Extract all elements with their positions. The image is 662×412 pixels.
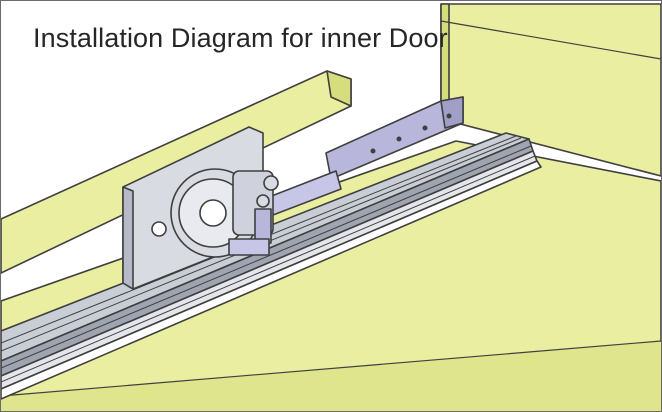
diagram-title: Installation Diagram for inner Door — [33, 23, 448, 53]
damper-bar — [268, 96, 464, 216]
right-wall-panel — [440, 3, 661, 177]
floor-slab — [1, 140, 661, 411]
roller-carriage — [122, 126, 279, 290]
